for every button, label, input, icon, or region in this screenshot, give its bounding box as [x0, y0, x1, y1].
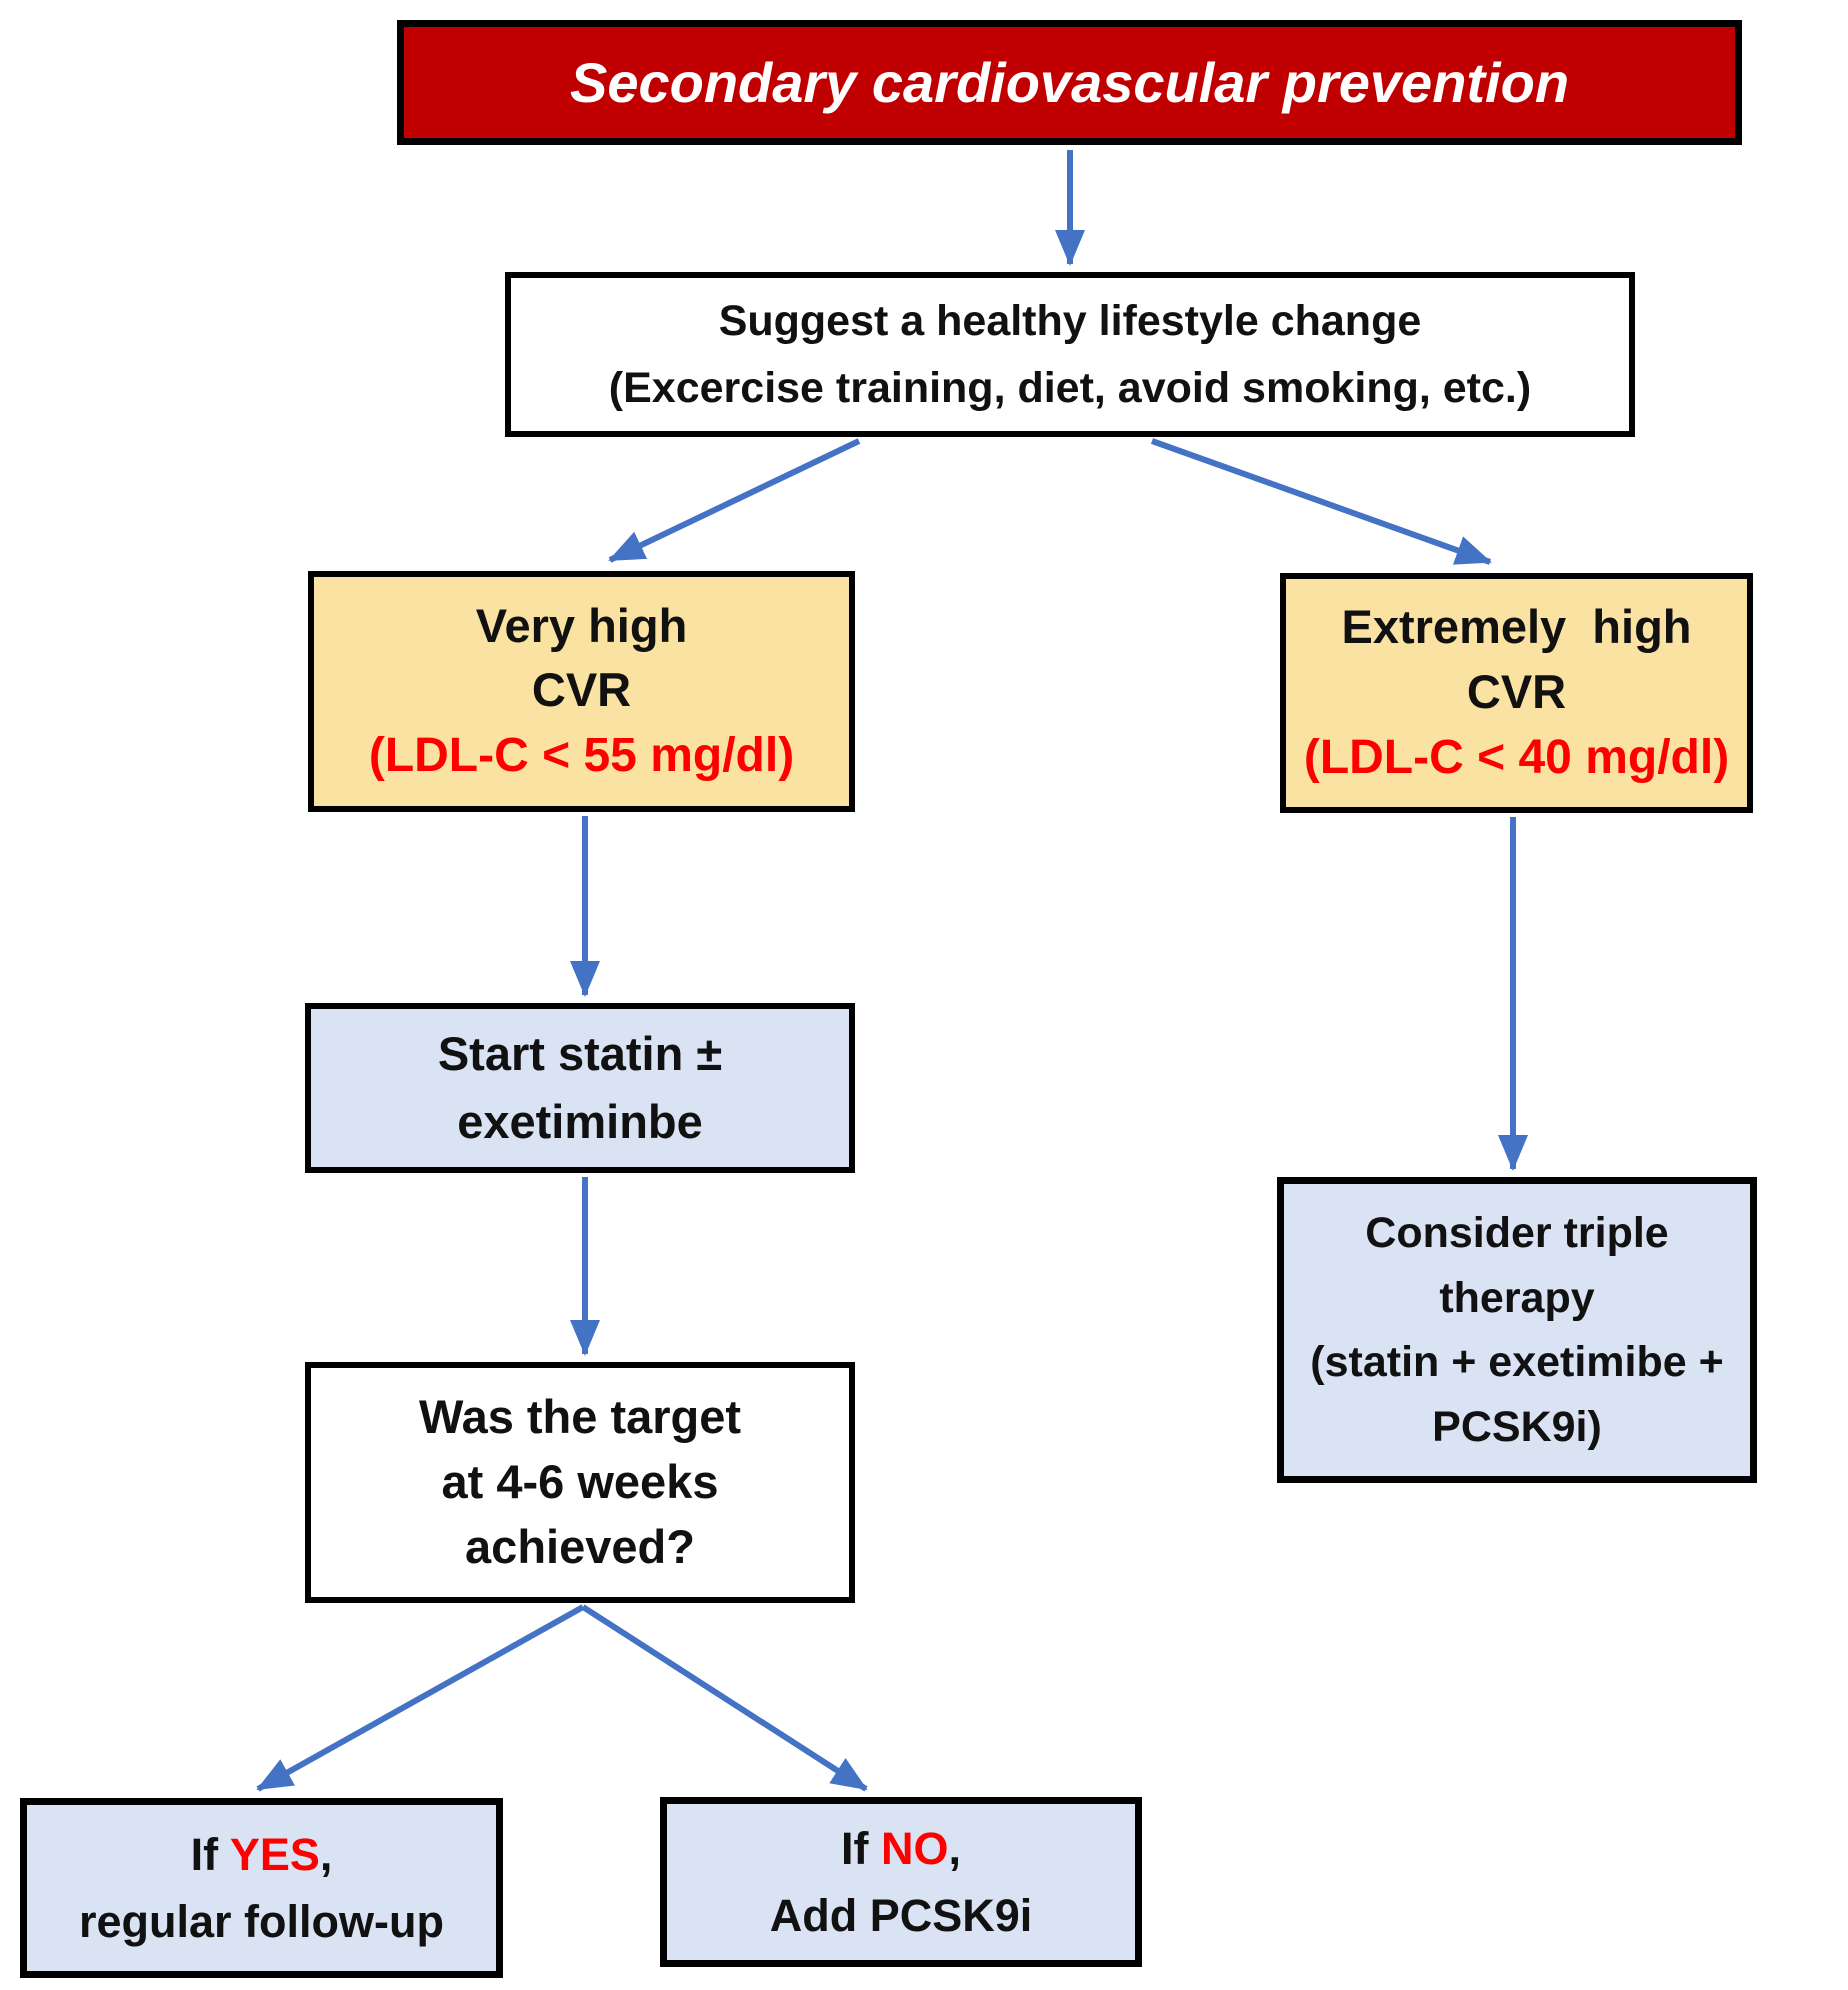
if-yes-box: If YES, regular follow-up: [20, 1798, 503, 1978]
arrow-question-to-if-no: [581, 1604, 868, 1792]
lifestyle-box: Suggest a healthy lifestyle change (Exce…: [505, 272, 1635, 437]
if-no-text: If NO, Add PCSK9i: [770, 1815, 1033, 1950]
arrow-lifestyle-to-very-high: [608, 438, 861, 563]
target-question-text: Was the target at 4-6 weeks achieved?: [418, 1390, 742, 1573]
very-high-cvr-box: Very high CVR (LDL-C < 55 mg/dl): [308, 571, 855, 812]
title-banner: Secondary cardiovascular prevention: [397, 20, 1742, 145]
target-question-box: Was the target at 4-6 weeks achieved?: [305, 1362, 855, 1603]
if-yes-prefix: If: [190, 1828, 230, 1880]
if-yes-text: If YES, regular follow-up: [79, 1821, 444, 1956]
very-high-ldl-target: (LDL-C < 55 mg/dl): [368, 729, 795, 783]
if-no-answer: NO: [880, 1822, 949, 1874]
extremely-high-ldl-target: (LDL-C < 40 mg/dl): [1303, 730, 1730, 784]
arrow-lifestyle-to-extremely-high: [1150, 438, 1492, 565]
triple-therapy-box: Consider triple therapy (statin + exetim…: [1277, 1177, 1757, 1483]
if-yes-answer: YES: [229, 1828, 320, 1880]
title-text: Secondary cardiovascular prevention: [569, 51, 1570, 114]
triple-therapy-text: Consider triple therapy (statin + exetim…: [1310, 1209, 1724, 1451]
if-no-suffix: , Add PCSK9i: [769, 1822, 1033, 1942]
start-statin-text: Start statin ± exetiminbe: [437, 1026, 723, 1148]
arrow-question-to-if-yes: [256, 1604, 585, 1792]
if-no-box: If NO, Add PCSK9i: [660, 1797, 1142, 1967]
extremely-high-cvr-box: Extremely high CVR (LDL-C < 40 mg/dl): [1280, 573, 1753, 813]
if-yes-suffix: , regular follow-up: [79, 1828, 444, 1948]
if-no-prefix: If: [840, 1822, 881, 1874]
start-statin-box: Start statin ± exetiminbe: [305, 1003, 855, 1173]
lifestyle-text: Suggest a healthy lifestyle change (Exce…: [608, 296, 1532, 412]
very-high-cvr-label: Very high CVR: [475, 598, 688, 717]
extremely-high-cvr-label: Extremely high CVR: [1341, 600, 1692, 718]
